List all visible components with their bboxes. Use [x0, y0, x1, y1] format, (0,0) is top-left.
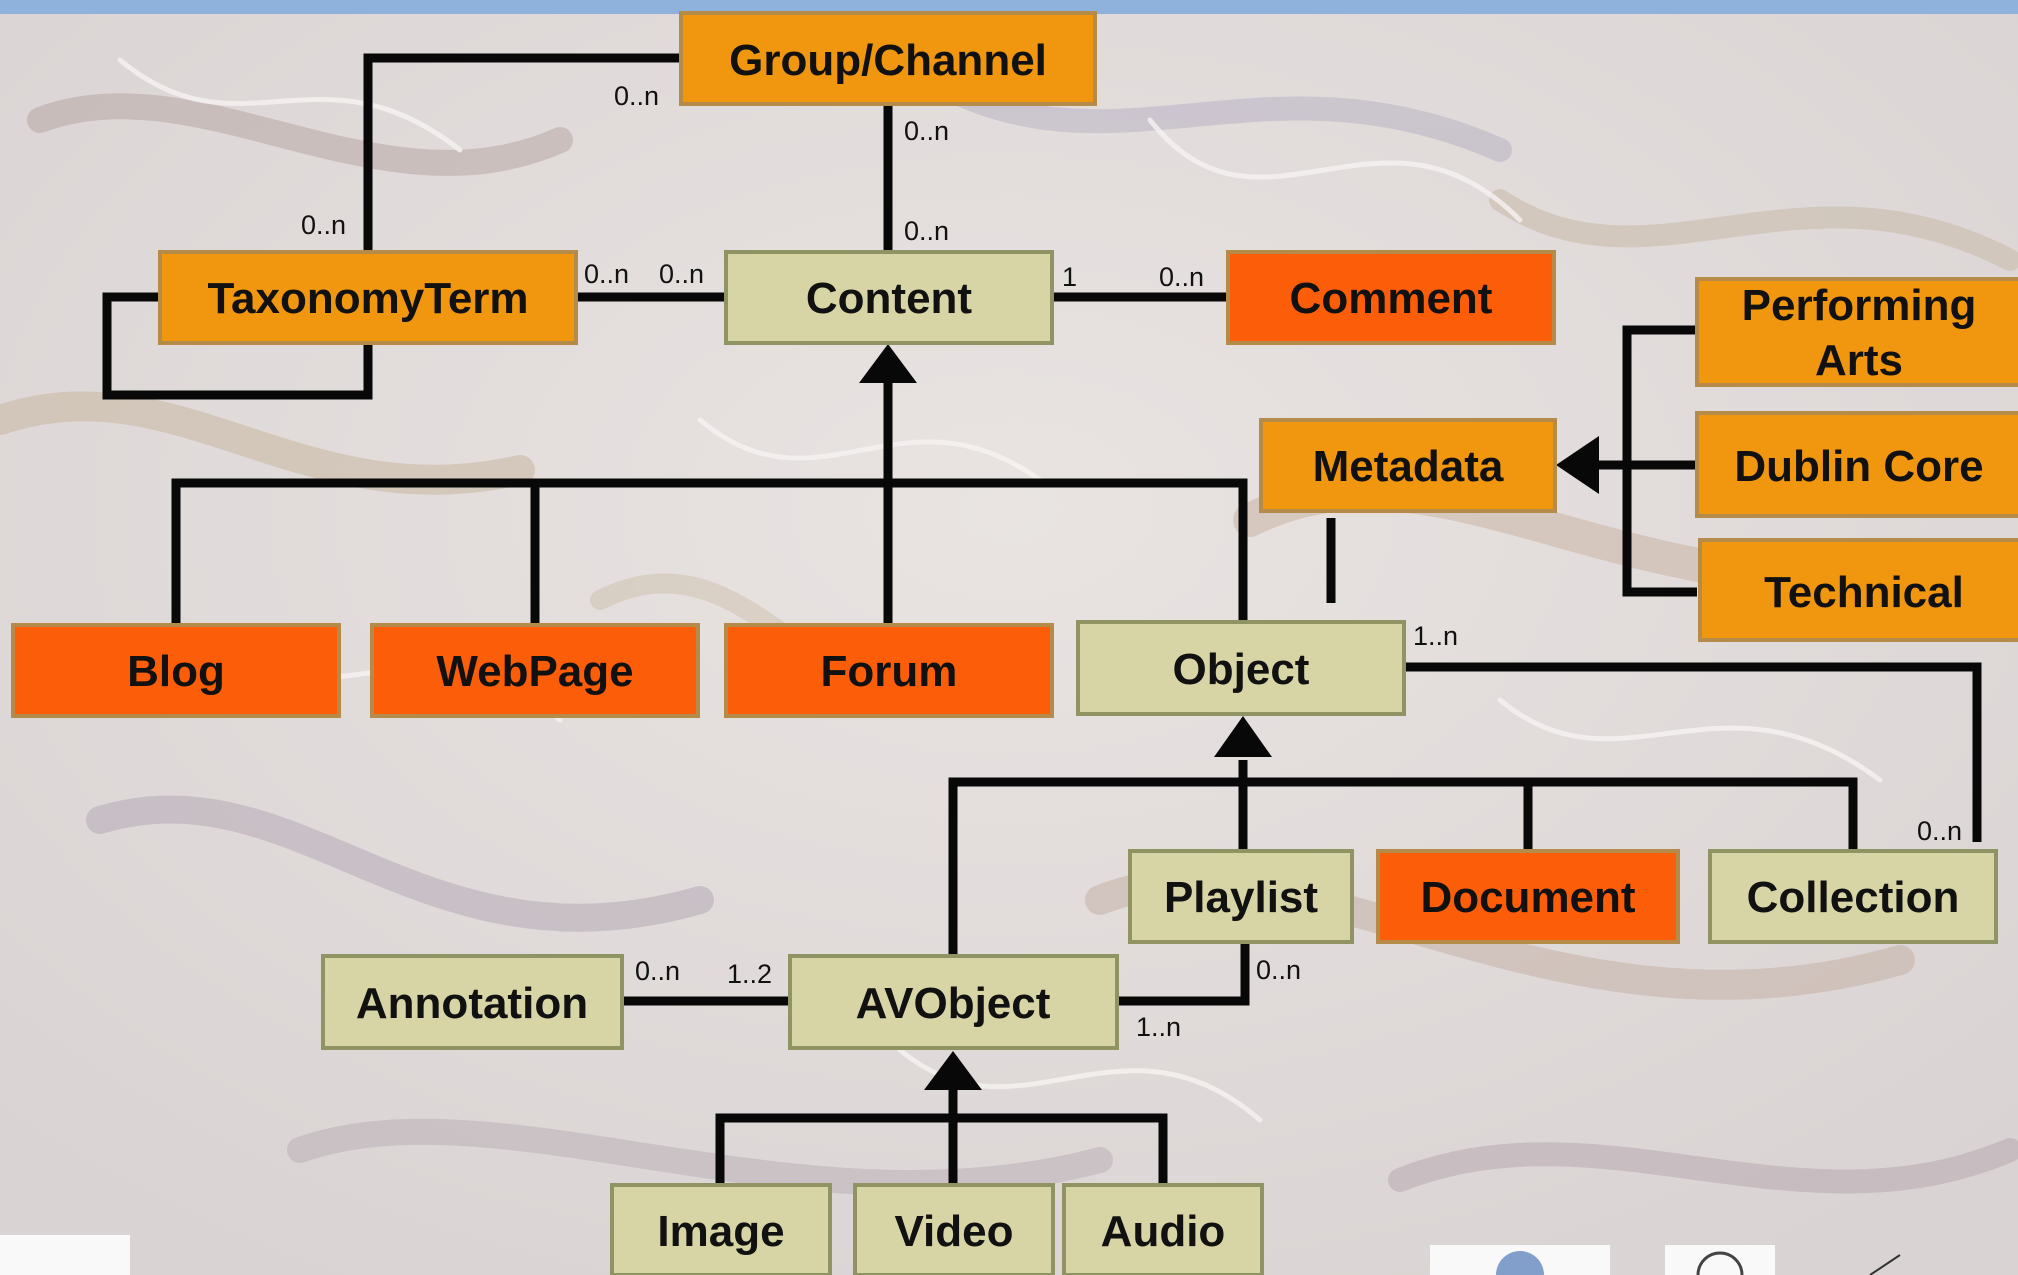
svg-text:Comment: Comment: [1290, 274, 1493, 323]
svg-text:WebPage: WebPage: [436, 647, 633, 696]
blog-box: Blog: [11, 623, 341, 718]
group-channel-box: Group/Channel: [679, 11, 1097, 106]
svg-text:Collection: Collection: [1747, 873, 1960, 922]
svg-text:Blog: Blog: [127, 647, 225, 696]
annotation-box: Annotation: [321, 954, 624, 1050]
multiplicity-label: 0..n: [904, 216, 949, 246]
svg-text:Annotation: Annotation: [356, 979, 588, 1028]
svg-text:Dublin Core: Dublin Core: [1734, 442, 1983, 491]
multiplicity-label: 1..n: [1136, 1012, 1181, 1042]
multiplicity-label: 1: [1062, 262, 1077, 292]
multiplicity-label: 0..n: [301, 210, 346, 240]
svg-text:Technical: Technical: [1764, 568, 1964, 617]
avobject-arrowhead: [924, 1051, 982, 1090]
forum-box: Forum: [724, 623, 1054, 718]
video-box: Video: [853, 1183, 1055, 1275]
svg-text:Image: Image: [657, 1207, 784, 1256]
taxonomy-term-box: TaxonomyTerm: [158, 250, 578, 345]
multiplicity-label: 0..n: [904, 116, 949, 146]
svg-text:Metadata: Metadata: [1313, 442, 1504, 491]
object-box: Object: [1076, 620, 1406, 716]
top-bar: [0, 0, 2018, 14]
avobject-playlist-line: [1117, 943, 1250, 1006]
object-inheritance-bus: [948, 777, 1858, 956]
document-box: Document: [1376, 849, 1680, 944]
svg-text:Object: Object: [1173, 645, 1310, 694]
object-arrowhead: [1214, 716, 1272, 757]
svg-text:Content: Content: [806, 274, 973, 323]
multiplicity-label: 0..n: [584, 259, 629, 289]
multiplicity-label: 1..2: [727, 959, 772, 989]
audio-box: Audio: [1062, 1183, 1264, 1275]
multiplicity-label: 0..n: [1917, 816, 1962, 846]
image-box: Image: [610, 1183, 832, 1275]
multiplicity-label: 0..n: [1159, 262, 1204, 292]
group-taxonomy-line: [363, 53, 681, 252]
avobject-box: AVObject: [788, 954, 1119, 1050]
dublin-core-box: Dublin Core: [1695, 411, 2018, 518]
svg-text:Group/Channel: Group/Channel: [729, 36, 1047, 85]
svg-text:TaxonomyTerm: TaxonomyTerm: [207, 274, 528, 323]
svg-text:Audio: Audio: [1101, 1207, 1226, 1256]
svg-text:Playlist: Playlist: [1164, 873, 1318, 922]
technical-box: Technical: [1698, 538, 2018, 642]
multiplicity-label: 0..n: [635, 956, 680, 986]
svg-text:Arts: Arts: [1815, 336, 1903, 385]
multiplicity-label: 0..n: [614, 81, 659, 111]
metadata-arrowhead: [1556, 436, 1599, 494]
content-arrowhead: [859, 344, 917, 383]
playlist-box: Playlist: [1128, 849, 1354, 944]
multiplicity-label: 0..n: [659, 259, 704, 289]
metadata-box: Metadata: [1259, 418, 1557, 513]
comment-box: Comment: [1226, 250, 1556, 345]
object-collection-line: [1404, 662, 1982, 842]
webpage-box: WebPage: [370, 623, 700, 718]
content-box: Content: [724, 250, 1054, 345]
avobject-inheritance-bus: [715, 1113, 1168, 1185]
multiplicity-label: 0..n: [1256, 955, 1301, 985]
performing-arts-box: Performing Arts: [1695, 277, 2018, 387]
svg-text:Performing: Performing: [1742, 281, 1977, 330]
connector-lines: [102, 53, 1982, 1185]
svg-text:AVObject: AVObject: [856, 979, 1051, 1028]
multiplicity-label: 1..n: [1413, 621, 1458, 651]
svg-text:Forum: Forum: [821, 647, 958, 696]
content-inheritance-bus: [171, 478, 1248, 625]
taxonomy-self-loop: [102, 292, 373, 400]
svg-text:Document: Document: [1420, 873, 1635, 922]
svg-text:Video: Video: [894, 1207, 1013, 1256]
collection-box: Collection: [1708, 849, 1998, 944]
